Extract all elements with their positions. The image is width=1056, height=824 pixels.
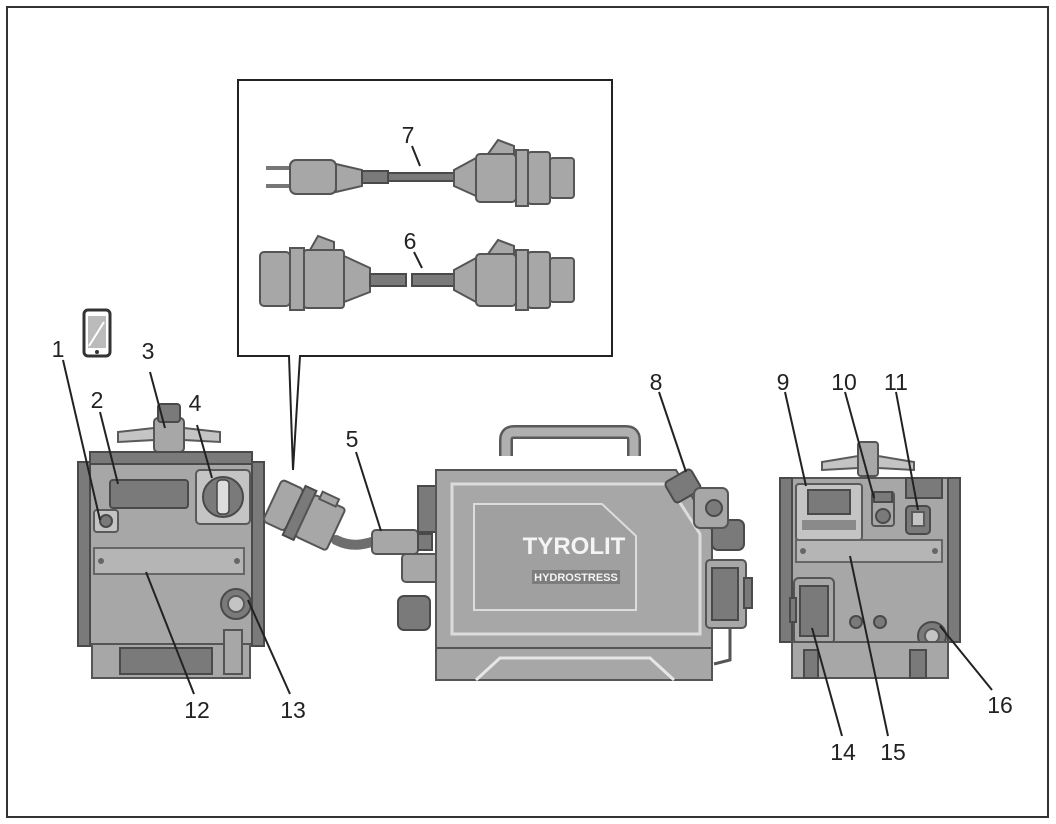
cable-inset [237,79,613,471]
callout-8: 8 [650,369,663,395]
callout-15: 15 [880,739,906,765]
callout-9: 9 [777,369,790,395]
callout-2: 2 [91,387,104,413]
unit-front-view [77,403,265,679]
callout-16: 16 [987,692,1013,718]
callout-5: 5 [346,426,359,452]
smartphone-icon [82,308,112,358]
brand-sublogo: HYDROSTRESS [534,572,618,584]
callout-11: 11 [884,369,908,395]
unit-side-view: TYROLIT HYDROSTRESS [397,425,753,682]
leader-lines [62,145,993,737]
callout-13: 13 [280,697,306,723]
brand-logo: TYROLIT [523,533,626,560]
power-connector-5 [262,479,433,555]
callout-4: 4 [189,390,202,416]
callout-10: 10 [831,369,857,395]
callout-12: 12 [184,697,210,723]
callout-labels: 1 2 3 4 5 6 7 8 9 10 11 12 13 14 15 16 [52,122,1013,765]
valve-8 [664,468,729,529]
unit-rear-view [779,441,961,679]
callout-3: 3 [142,338,155,364]
cable-6-connector-to-socket [259,234,575,311]
callout-1: 1 [52,336,65,362]
callout-14: 14 [830,739,856,765]
callout-7: 7 [402,122,415,148]
callout-6: 6 [404,228,417,254]
cable-7-plug-to-socket [266,138,575,207]
